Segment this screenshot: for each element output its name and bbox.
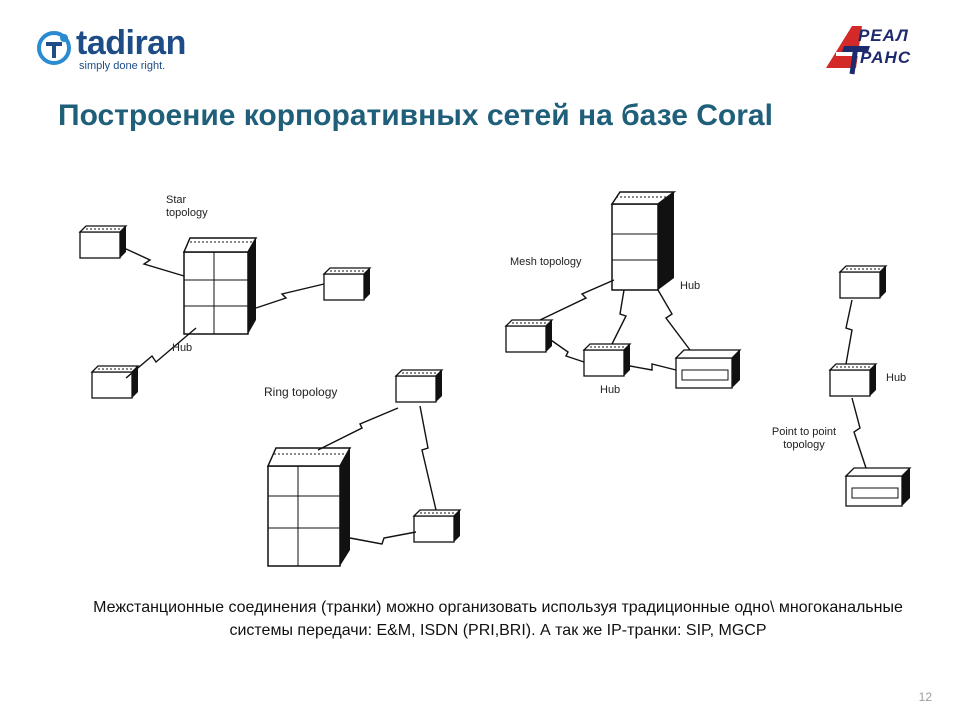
- tadiran-logo: tadiran simply done right.: [36, 24, 206, 76]
- mesh-hub-label-1: Hub: [680, 280, 701, 292]
- p2p-terminal-2: [829, 363, 877, 397]
- logo-line-1: РЕАЛ: [858, 26, 909, 45]
- mesh-link-5: [629, 363, 677, 371]
- arealtrans-logo: РЕАЛ РАНС: [822, 24, 922, 76]
- star-hub-label: Hub: [172, 342, 193, 354]
- mesh-terminal-1: [505, 319, 553, 353]
- logo-line-2: РАНС: [860, 48, 912, 67]
- ring-topology-label: Ring topology: [264, 385, 338, 399]
- star-link-2: [255, 283, 325, 309]
- body-paragraph: Межстанционные соединения (транки) можно…: [93, 599, 903, 639]
- star-terminal-2: [323, 267, 371, 301]
- ring-terminal-2: [413, 509, 461, 543]
- p2p-link-1: [845, 299, 853, 365]
- ring-hub-cabinet: [266, 447, 352, 567]
- arealtrans-mark-icon: [826, 26, 870, 75]
- tadiran-tagline: simply done right.: [79, 60, 166, 72]
- mesh-link-3: [657, 289, 691, 351]
- tadiran-swirl-icon: [37, 31, 71, 65]
- p2p-terminal-1: [839, 265, 887, 299]
- ring-terminal-1: [395, 369, 443, 403]
- topology-drawing: [79, 191, 911, 567]
- page-number: 12: [918, 690, 932, 704]
- star-terminal-1: [79, 225, 127, 259]
- p2p-link-2: [851, 397, 867, 469]
- tadiran-wordmark: tadiran: [76, 24, 186, 62]
- star-link-3: [125, 327, 197, 379]
- ring-link-2: [419, 405, 437, 511]
- mesh-topology-label: Mesh topology: [510, 256, 582, 268]
- slide-title: Построение корпоративных сетей на базе C…: [58, 99, 773, 132]
- mesh-link-2: [611, 289, 627, 345]
- p2p-hub-label: Hub: [886, 372, 907, 384]
- mesh-hub-cabinet: [610, 191, 677, 291]
- star-link-1: [123, 247, 185, 277]
- topology-diagram: Star topology Hub Ring topology Mesh top…: [0, 180, 960, 570]
- ring-link-3: [349, 531, 417, 545]
- ring-link-1: [317, 407, 399, 451]
- mesh-terminal-2: [583, 343, 631, 377]
- p2p-terminal-3: [845, 467, 911, 507]
- star-hub-cabinet: [182, 237, 258, 335]
- mesh-hub-label-2: Hub: [600, 384, 621, 396]
- p2p-topology-label: Point to point topology: [771, 426, 837, 451]
- mesh-link-4: [547, 337, 585, 363]
- star-terminal-3: [91, 365, 139, 399]
- mesh-link-1: [539, 279, 615, 321]
- mesh-terminal-3: [675, 349, 741, 389]
- star-topology-label: Star topology: [166, 194, 208, 219]
